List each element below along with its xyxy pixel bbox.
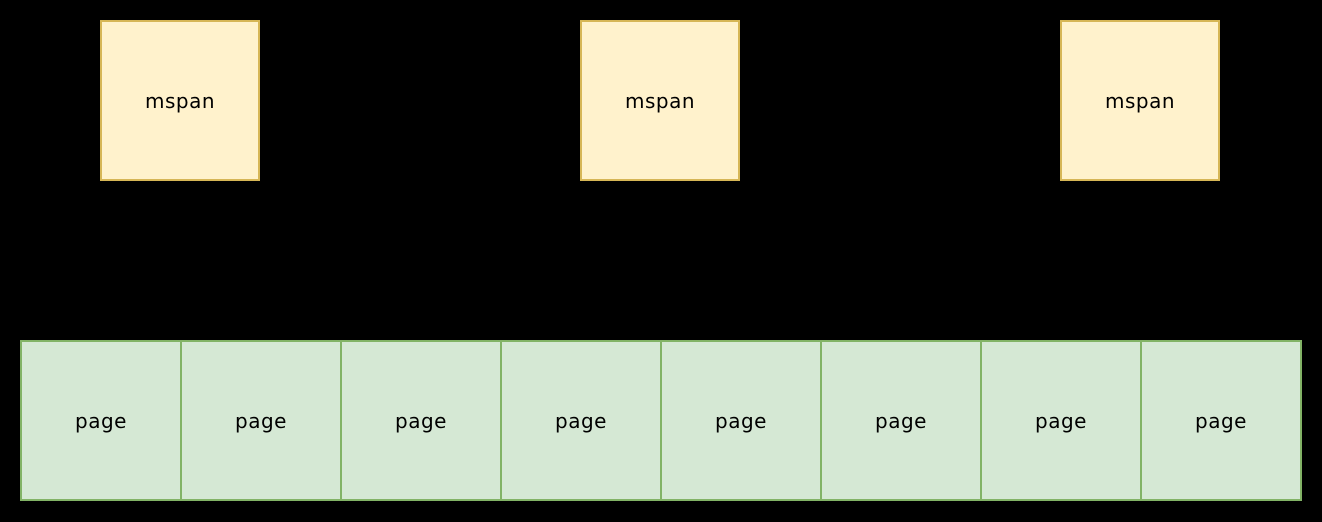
mspan-box: mspan bbox=[1060, 20, 1220, 181]
mspan-label: mspan bbox=[624, 88, 696, 113]
page-label: page bbox=[1195, 408, 1247, 433]
page-cell: page bbox=[662, 342, 822, 499]
mspan-label: mspan bbox=[144, 88, 216, 113]
page-cell: page bbox=[1142, 342, 1300, 499]
mspan-label: mspan bbox=[1104, 88, 1176, 113]
page-cell: page bbox=[982, 342, 1142, 499]
page-label: page bbox=[875, 408, 927, 433]
page-row: page page page page page page page page bbox=[20, 340, 1302, 501]
page-cell: page bbox=[502, 342, 662, 499]
mspan-box: mspan bbox=[100, 20, 260, 181]
mspan-box: mspan bbox=[580, 20, 740, 181]
page-cell: page bbox=[22, 342, 182, 499]
page-label: page bbox=[715, 408, 767, 433]
page-label: page bbox=[235, 408, 287, 433]
page-label: page bbox=[555, 408, 607, 433]
page-label: page bbox=[1035, 408, 1087, 433]
page-cell: page bbox=[182, 342, 342, 499]
page-cell: page bbox=[822, 342, 982, 499]
page-label: page bbox=[75, 408, 127, 433]
page-cell: page bbox=[342, 342, 502, 499]
page-label: page bbox=[395, 408, 447, 433]
